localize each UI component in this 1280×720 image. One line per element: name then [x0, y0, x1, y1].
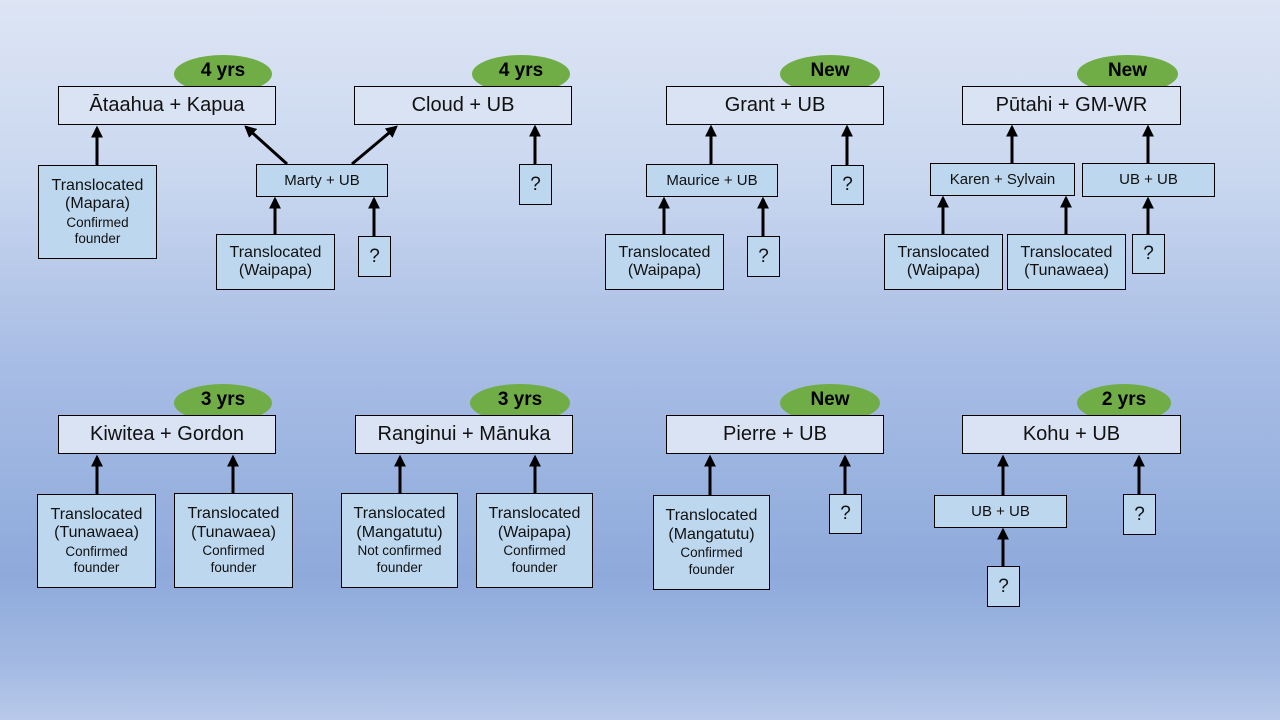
- origin-site: (Mangatutu): [668, 525, 755, 543]
- origin-label: Translocated: [897, 243, 990, 261]
- origin-site: (Waipapa): [627, 262, 702, 279]
- pair-label: Cloud + UB: [411, 94, 515, 116]
- pair-label: Karen + Sylvain: [949, 170, 1056, 188]
- unknown-label: ?: [1134, 503, 1145, 525]
- founder-status: Confirmed: [65, 543, 128, 559]
- unknown-box: ?: [358, 236, 391, 277]
- breeding-pair-box: Pūtahi + GM-WR: [962, 86, 1181, 125]
- pair-label: UB + UB: [1119, 171, 1178, 189]
- unknown-label: ?: [369, 245, 380, 267]
- founder-box: Translocated (Mangatutu) Confirmed found…: [653, 495, 770, 590]
- founder-status: founder: [688, 561, 735, 577]
- breeding-pair-box: Pierre + UB: [666, 415, 884, 454]
- breeding-pair-box: Cloud + UB: [354, 86, 572, 125]
- pair-label: Pūtahi + GM-WR: [995, 94, 1148, 116]
- founder-status: Confirmed: [66, 214, 129, 230]
- origin-label: Translocated: [187, 505, 280, 523]
- founder-status: founder: [210, 559, 257, 575]
- arrow-icon: [244, 125, 289, 166]
- origin-site: (Mapara): [65, 195, 130, 213]
- origin-label: Translocated: [229, 243, 322, 261]
- breeding-pair-box: Ātaahua + Kapua: [58, 86, 276, 125]
- unknown-box: ?: [1132, 234, 1165, 274]
- founder-status: Confirmed: [680, 545, 743, 561]
- origin-site: (Tunawaea): [1024, 262, 1109, 279]
- unknown-label: ?: [1143, 243, 1154, 265]
- parent-pair-box: Maurice + UB: [646, 164, 778, 197]
- founder-box: Translocated (Tunawaea) Confirmed founde…: [37, 494, 156, 588]
- breeding-pair-box: Grant + UB: [666, 86, 884, 125]
- origin-label: Translocated: [1020, 243, 1113, 261]
- breeding-pair-box: Kohu + UB: [962, 415, 1181, 454]
- unknown-label: ?: [998, 575, 1009, 597]
- unknown-label: ?: [530, 173, 541, 195]
- founder-box: Translocated (Waipapa) Confirmed founder: [476, 493, 593, 588]
- unknown-box: ?: [1123, 494, 1156, 535]
- breeding-pair-box: Ranginui + Mānuka: [355, 415, 573, 454]
- founder-box: Translocated (Waipapa): [605, 234, 724, 290]
- origin-label: Translocated: [353, 505, 446, 523]
- origin-label: Translocated: [488, 505, 581, 523]
- founder-box: Translocated (Tunawaea): [1007, 234, 1126, 290]
- founder-box: Translocated (Waipapa): [884, 234, 1003, 290]
- unknown-box: ?: [829, 494, 862, 534]
- origin-site: (Tunawaea): [54, 524, 139, 542]
- founder-box: Translocated (Mapara) Confirmed founder: [38, 165, 157, 259]
- founder-box: Translocated (Waipapa): [216, 234, 335, 290]
- pair-label: Pierre + UB: [723, 423, 827, 445]
- founder-status: founder: [73, 560, 120, 576]
- founder-box: Translocated (Mangatutu) Not confirmed f…: [341, 493, 458, 588]
- origin-label: Translocated: [665, 507, 758, 525]
- pair-label: Marty + UB: [284, 171, 360, 189]
- parent-pair-box: Marty + UB: [256, 164, 388, 197]
- founder-status: founder: [376, 559, 423, 575]
- pair-label: UB + UB: [971, 502, 1030, 520]
- origin-label: Translocated: [51, 176, 144, 194]
- unknown-box: ?: [519, 164, 552, 205]
- unknown-box: ?: [987, 566, 1020, 607]
- origin-label: Translocated: [618, 243, 711, 261]
- founder-status: founder: [74, 231, 121, 247]
- founder-status: founder: [511, 559, 558, 575]
- founder-status: Confirmed: [503, 543, 566, 559]
- pair-label: Kohu + UB: [1022, 423, 1121, 445]
- unknown-label: ?: [842, 174, 853, 196]
- unknown-box: ?: [747, 236, 780, 277]
- origin-site: (Waipapa): [906, 262, 981, 279]
- pair-label: Maurice + UB: [666, 171, 758, 189]
- origin-site: (Mangatutu): [356, 523, 443, 541]
- founder-box: Translocated (Tunawaea) Confirmed founde…: [174, 493, 293, 588]
- unknown-box: ?: [831, 165, 864, 205]
- origin-site: (Tunawaea): [191, 523, 276, 541]
- unknown-label: ?: [758, 245, 769, 267]
- origin-site: (Waipapa): [497, 523, 572, 541]
- arrow-icon: [351, 125, 398, 166]
- pair-label: Kiwitea + Gordon: [90, 423, 244, 445]
- origin-site: (Waipapa): [238, 262, 313, 279]
- pair-label: Grant + UB: [724, 94, 826, 116]
- founder-status: Not confirmed: [357, 543, 442, 559]
- founder-status: Confirmed: [202, 543, 265, 559]
- parent-pair-box: UB + UB: [1082, 163, 1215, 197]
- unknown-label: ?: [840, 503, 851, 525]
- pair-label: Ranginui + Mānuka: [377, 423, 551, 445]
- parent-pair-box: UB + UB: [934, 495, 1067, 528]
- origin-label: Translocated: [50, 505, 143, 523]
- breeding-pair-box: Kiwitea + Gordon: [58, 415, 276, 454]
- pair-label: Ātaahua + Kapua: [89, 94, 245, 116]
- parent-pair-box: Karen + Sylvain: [930, 163, 1075, 196]
